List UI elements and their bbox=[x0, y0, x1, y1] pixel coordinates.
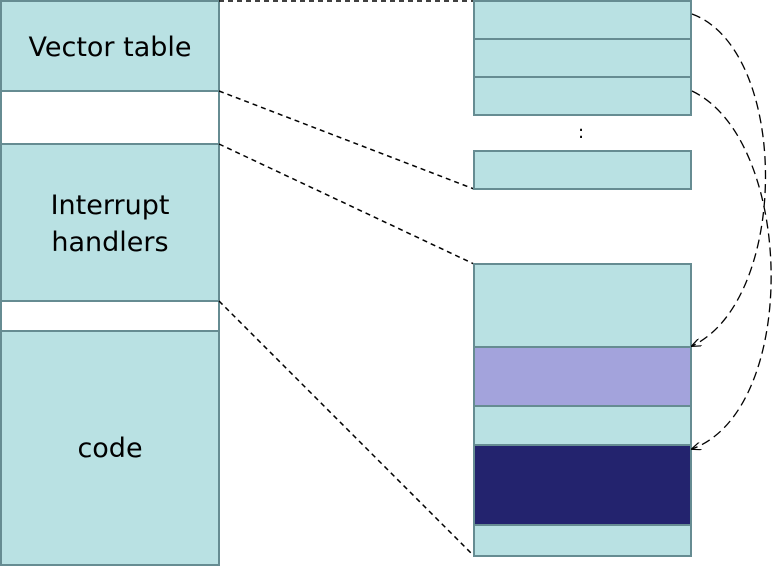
vector-ellipsis: : bbox=[578, 122, 584, 143]
vector-to-handler-arrow-1 bbox=[692, 13, 767, 346]
vector-table-zoom-bottom-line bbox=[218, 90, 475, 190]
code-block bbox=[0, 330, 220, 566]
vector-arrows bbox=[692, 13, 772, 449]
vector-table-label: Vector table bbox=[28, 32, 191, 63]
interrupt-label: Interrupt bbox=[51, 190, 170, 221]
handler-region bbox=[473, 263, 692, 348]
code-label: code bbox=[77, 433, 142, 464]
vector-entry bbox=[473, 0, 692, 40]
vector-entry bbox=[473, 38, 692, 78]
handler-region bbox=[473, 405, 692, 446]
zoom-connectors bbox=[218, 0, 475, 557]
vector-entry-last bbox=[473, 150, 692, 190]
handlers-detail bbox=[473, 263, 692, 557]
gap-block-1 bbox=[0, 90, 220, 145]
interrupt-handlers-block bbox=[0, 143, 220, 302]
handlers-zoom-top-line bbox=[218, 143, 475, 265]
vector-table-block bbox=[0, 0, 220, 92]
handler-highlight-dark bbox=[473, 444, 692, 526]
handler-region bbox=[473, 524, 692, 557]
handlers-zoom-bottom-line bbox=[218, 300, 475, 557]
vector-entry bbox=[473, 76, 692, 116]
vector-table-detail: : bbox=[473, 0, 692, 190]
handler-highlight-light bbox=[473, 346, 692, 407]
gap-block-2 bbox=[0, 300, 220, 332]
handlers-label: handlers bbox=[51, 227, 168, 258]
memory-map: Vector table Interrupt handlers code bbox=[0, 0, 220, 566]
vector-to-handler-arrow-2 bbox=[692, 90, 772, 449]
